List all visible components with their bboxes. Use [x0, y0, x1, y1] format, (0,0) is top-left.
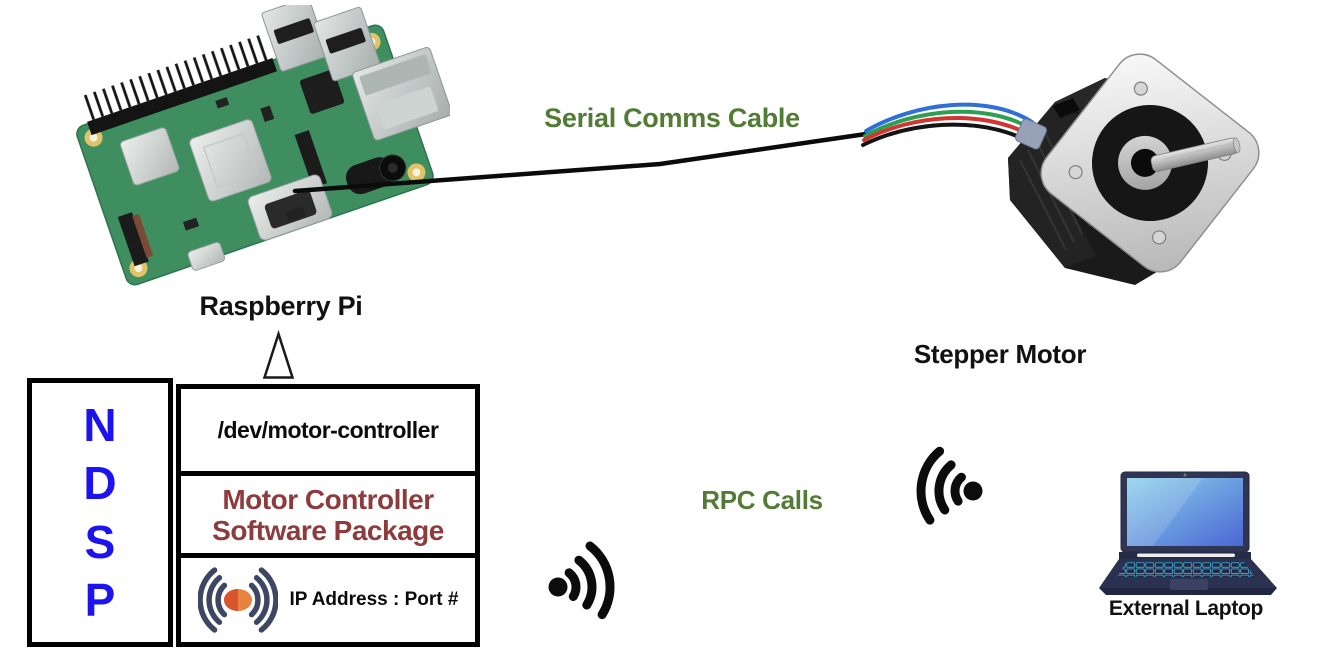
motor-wire-blue	[864, 102, 1034, 133]
software-package-line1: Motor Controller	[222, 483, 434, 515]
ndsp-letter-p: P	[84, 574, 116, 627]
ndsp-acronym-box: N D S P	[27, 378, 173, 647]
stepper-motor-illustration	[861, 53, 1260, 285]
raspberry-pi-label: Raspberry Pi	[199, 291, 363, 321]
ip-port-row: IP Address : Port #	[181, 558, 475, 642]
device-path-row: /dev/motor-controller	[181, 389, 475, 471]
ip-port-text: IP Address : Port #	[289, 589, 459, 610]
up-triangle-connector	[262, 329, 295, 379]
motor-wire-green	[863, 109, 1032, 138]
wifi-signal-right-icon	[548, 541, 615, 620]
ndsp-detail-box: /dev/motor-controller Motor Controller S…	[176, 384, 480, 647]
software-package-row: Motor Controller Software Package	[181, 471, 475, 558]
laptop-illustration	[1099, 471, 1277, 595]
wifi-signal-left-icon	[916, 446, 983, 525]
ndsp-letter-d: D	[83, 457, 117, 510]
device-path-text: /dev/motor-controller	[217, 416, 439, 443]
motor-wire-black	[861, 122, 1028, 147]
serial-cable-line	[292, 131, 869, 194]
ndsp-letter-s: S	[84, 515, 116, 568]
stepper-motor-label: Stepper Motor	[913, 339, 1087, 369]
serial-comms-cable-label: Serial Comms Cable	[544, 103, 800, 133]
motor-wire-red	[862, 115, 1030, 142]
broadcast-icon	[197, 567, 278, 633]
raspberry-pi-illustration	[76, 5, 450, 286]
ndsp-letter-n: N	[83, 398, 117, 451]
software-package-line2: Software Package	[212, 514, 444, 546]
rpc-calls-label: RPC Calls	[701, 485, 823, 515]
external-laptop-label: External Laptop	[1108, 597, 1264, 620]
